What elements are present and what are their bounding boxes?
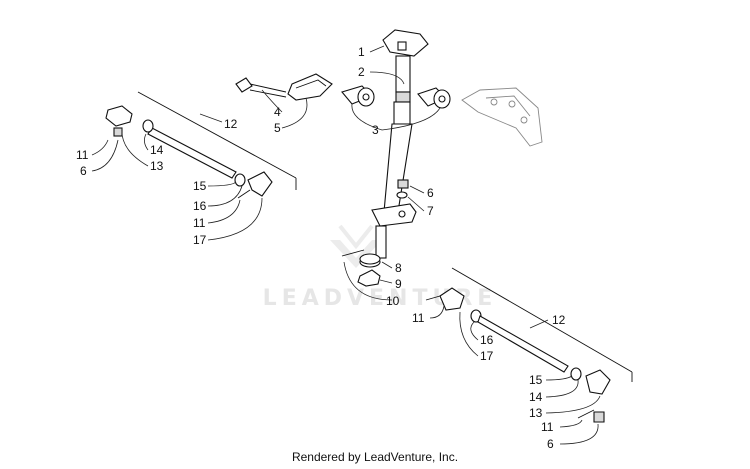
callout-left-11a: 11 bbox=[76, 148, 89, 162]
tie-rod-left-bracket bbox=[137, 91, 297, 190]
callout-7: 7 bbox=[427, 204, 434, 218]
callout-left-17: 17 bbox=[193, 233, 207, 247]
bushing-left bbox=[341, 85, 375, 107]
callout-5: 5 bbox=[274, 121, 281, 135]
bolt-4 bbox=[235, 77, 287, 98]
callout-right-16: 16 bbox=[480, 333, 494, 347]
callout-left-12: 12 bbox=[224, 117, 238, 131]
callout-left-11b: 11 bbox=[193, 216, 206, 230]
steering-column bbox=[371, 29, 429, 259]
callout-1: 1 bbox=[358, 45, 365, 59]
washer-8 bbox=[359, 253, 381, 268]
callout-left-15: 15 bbox=[193, 179, 207, 193]
callout-right-6: 6 bbox=[547, 437, 554, 451]
callout-3: 3 bbox=[372, 123, 379, 137]
callout-8: 8 bbox=[395, 261, 402, 275]
callout-4: 4 bbox=[274, 105, 281, 119]
pin-10 bbox=[341, 249, 365, 257]
callout-6-column: 6 bbox=[427, 186, 434, 200]
tie-rod-right bbox=[470, 309, 569, 373]
callout-left-16: 16 bbox=[193, 199, 207, 213]
tie-rod-end-left-outer bbox=[234, 171, 273, 199]
callout-right-15: 15 bbox=[529, 373, 543, 387]
tie-rod-end-right-inner bbox=[425, 287, 465, 311]
leader-lines bbox=[91, 45, 601, 445]
callout-right-14: 14 bbox=[529, 390, 543, 404]
tie-rod-end-right-outer bbox=[570, 367, 611, 423]
callout-right-17: 17 bbox=[480, 349, 494, 363]
callout-right-12: 12 bbox=[552, 313, 566, 327]
callout-2: 2 bbox=[358, 65, 365, 79]
callout-right-11a: 11 bbox=[412, 311, 425, 325]
callout-left-6: 6 bbox=[80, 164, 87, 178]
callout-9: 9 bbox=[395, 277, 402, 291]
callout-right-13: 13 bbox=[529, 406, 543, 420]
callout-labels: 1 2 3 4 5 6 7 8 9 10 11 6 14 13 12 15 16… bbox=[76, 45, 566, 451]
callout-right-11b: 11 bbox=[541, 420, 554, 434]
callout-10: 10 bbox=[386, 294, 400, 308]
callout-left-13: 13 bbox=[150, 159, 164, 173]
clip-5 bbox=[287, 73, 333, 101]
tie-rod-right-bracket bbox=[451, 267, 633, 382]
footer-credit: Rendered by LeadVenture, Inc. bbox=[291, 450, 459, 464]
nut-9 bbox=[357, 269, 381, 287]
bushing-right bbox=[417, 87, 451, 109]
tie-rod-left bbox=[142, 119, 237, 179]
watermark-logo bbox=[330, 224, 382, 268]
tie-rod-end-left-inner bbox=[105, 105, 133, 137]
frame-mount bbox=[461, 87, 543, 147]
callout-left-14: 14 bbox=[150, 143, 164, 157]
nut-6-column bbox=[396, 179, 409, 199]
